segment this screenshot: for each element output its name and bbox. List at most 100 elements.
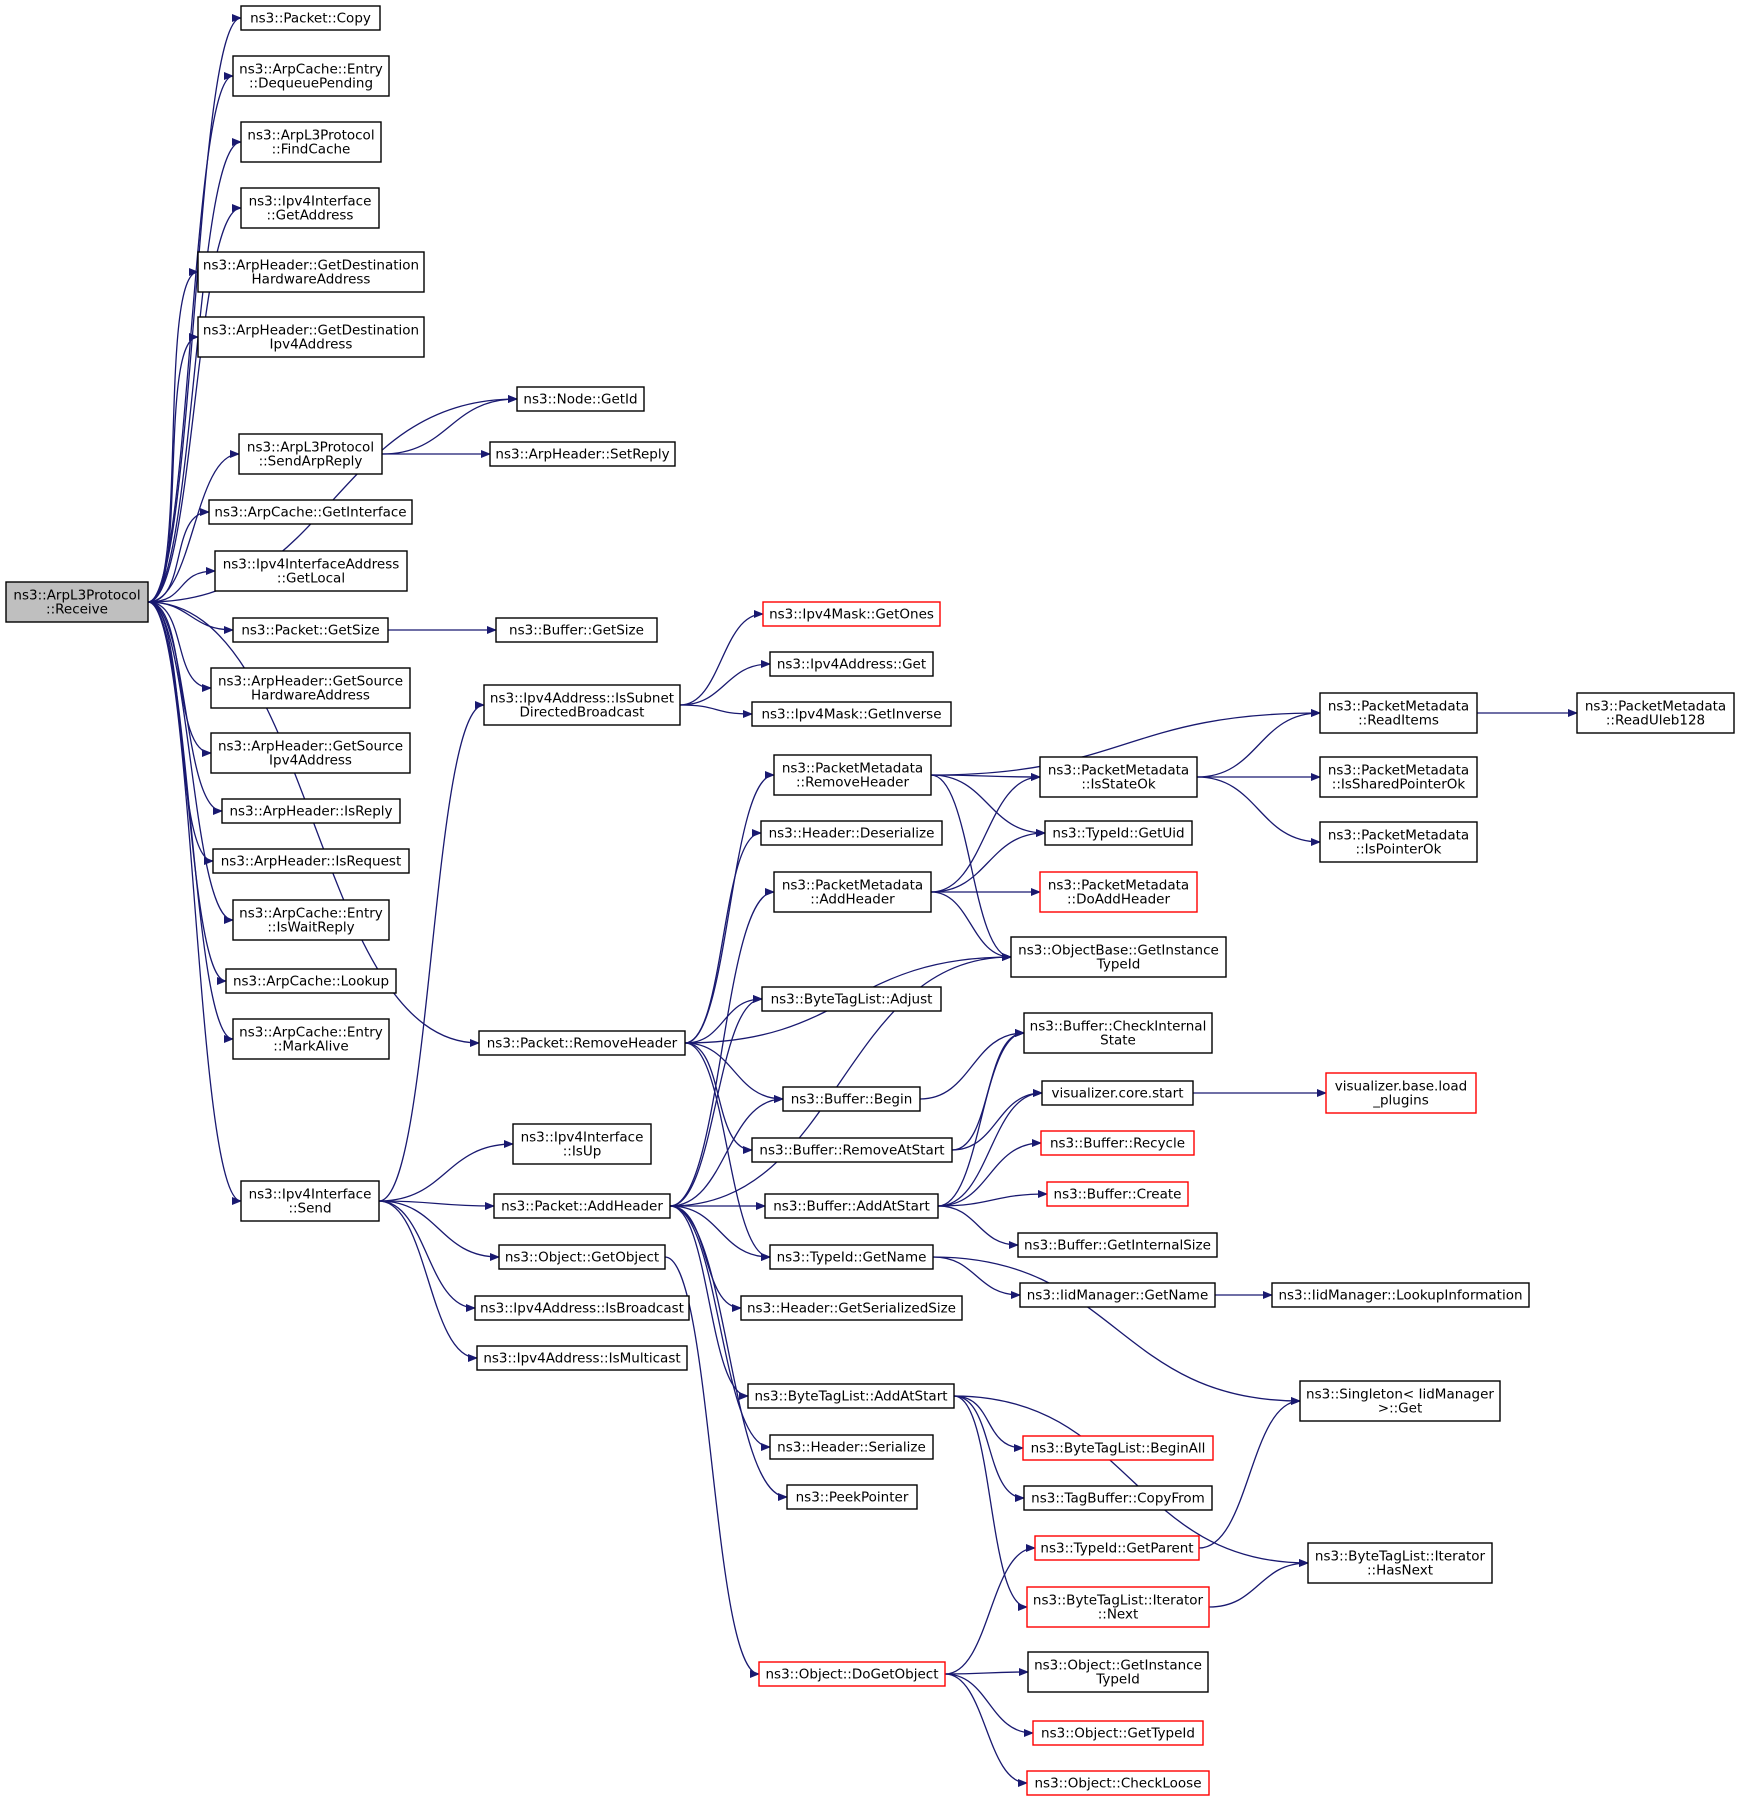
node-getobject[interactable]: ns3::Object::GetObject <box>498 1244 666 1270</box>
node-label-getdstip-0: ns3::ArpHeader::GetDestination <box>203 323 419 339</box>
node-label-pmreaditems-1: ::ReadItems <box>1358 713 1439 729</box>
node-pmisshared[interactable]: ns3::PacketMetadata::IsSharedPointerOk <box>1319 756 1478 798</box>
node-label-singleton-1: >::Get <box>1378 1401 1422 1417</box>
node-pmreaditems[interactable]: ns3::PacketMetadata::ReadItems <box>1319 692 1478 734</box>
node-ocheckloose[interactable]: ns3::Object::CheckLoose <box>1026 1770 1210 1796</box>
node-tgetuid[interactable]: ns3::TypeId::GetUid <box>1044 820 1193 846</box>
edge-receive-to-getsrchw <box>147 601 212 692</box>
edge-paddhdr-to-peekptr <box>669 1205 788 1501</box>
node-label-iidlookup-0: ns3::IidManager::LookupInformation <box>1278 1288 1522 1304</box>
node-issubnet[interactable]: ns3::Ipv4Address::IsSubnetDirectedBroadc… <box>483 684 681 726</box>
node-tbcopyfrom[interactable]: ns3::TagBuffer::CopyFrom <box>1023 1485 1213 1511</box>
node-pmisptr[interactable]: ns3::PacketMetadata::IsPointerOk <box>1319 821 1478 863</box>
node-iswait[interactable]: ns3::ArpCache::Entry::IsWaitReply <box>232 899 390 941</box>
node-tgetname[interactable]: ns3::TypeId::GetName <box>769 1244 934 1270</box>
node-lookup[interactable]: ns3::ArpCache::Lookup <box>225 968 397 994</box>
node-label-getsrchw-1: HardwareAddress <box>251 688 370 704</box>
node-pgetsize[interactable]: ns3::Packet::GetSize <box>232 617 389 643</box>
node-tgetparent[interactable]: ns3::TypeId::GetParent <box>1034 1535 1200 1561</box>
node-box-ismcast <box>476 1345 688 1371</box>
node-ifsend[interactable]: ns3::Ipv4Interface::Send <box>240 1180 380 1222</box>
node-getones[interactable]: ns3::Ipv4Mask::GetOnes <box>762 601 941 627</box>
node-hgetsersize[interactable]: ns3::Header::GetSerializedSize <box>740 1295 963 1321</box>
node-hserialize[interactable]: ns3::Header::Serialize <box>769 1434 934 1460</box>
node-bcreate[interactable]: ns3::Buffer::Create <box>1046 1181 1189 1207</box>
node-box-getsrcip <box>210 732 411 774</box>
node-deqp[interactable]: ns3::ArpCache::Entry::DequeuePending <box>232 55 390 97</box>
node-btladjust[interactable]: ns3::ByteTagList::Adjust <box>761 986 942 1012</box>
node-label-obgetinst-1: TypeId <box>1096 957 1141 973</box>
node-peekptr[interactable]: ns3::PeekPointer <box>786 1484 918 1510</box>
node-box-bcheckint <box>1023 1012 1213 1054</box>
edge-pmremhdr-to-obgetinst <box>930 774 1012 961</box>
node-findcache[interactable]: ns3::ArpL3Protocol::FindCache <box>240 121 382 163</box>
node-receive[interactable]: ns3::ArpL3Protocol::Receive <box>5 581 149 623</box>
node-sendarp[interactable]: ns3::ArpL3Protocol::SendArpReply <box>238 433 383 475</box>
node-hdrdeser[interactable]: ns3::Header::Deserialize <box>760 820 943 846</box>
node-label-getsrchw-0: ns3::ArpHeader::GetSource <box>218 674 403 690</box>
node-pmremhdr[interactable]: ns3::PacketMetadata::RemoveHeader <box>773 754 932 796</box>
node-nodegetid[interactable]: ns3::Node::GetId <box>516 386 645 412</box>
node-isreply[interactable]: ns3::ArpHeader::IsReply <box>221 798 401 824</box>
node-label-ocheckloose-0: ns3::Object::CheckLoose <box>1034 1776 1201 1792</box>
node-btlitnext[interactable]: ns3::ByteTagList::Iterator::Next <box>1026 1586 1210 1628</box>
node-label-getaddr-1: ::GetAddress <box>267 208 354 224</box>
node-label-vizstart-0: visualizer.core.start <box>1051 1086 1183 1102</box>
node-box-pmremhdr <box>773 754 932 796</box>
node-dogetobj[interactable]: ns3::Object::DoGetObject <box>758 1661 946 1687</box>
node-box-bbegin <box>782 1086 921 1112</box>
node-bbegin[interactable]: ns3::Buffer::Begin <box>782 1086 921 1112</box>
node-setreply[interactable]: ns3::ArpHeader::SetReply <box>489 441 676 467</box>
node-baddstart[interactable]: ns3::Buffer::AddAtStart <box>764 1193 939 1219</box>
node-btlithasnext[interactable]: ns3::ByteTagList::Iterator::HasNext <box>1307 1542 1493 1584</box>
node-getdstip[interactable]: ns3::ArpHeader::GetDestinationIpv4Addres… <box>197 316 425 358</box>
node-box-peekptr <box>786 1484 918 1510</box>
node-pmreaduleb[interactable]: ns3::PacketMetadata::ReadUleb128 <box>1576 692 1735 734</box>
node-isrequest[interactable]: ns3::ArpHeader::IsRequest <box>212 848 410 874</box>
node-paddhdr[interactable]: ns3::Packet::AddHeader <box>493 1193 671 1219</box>
node-getaddr[interactable]: ns3::Ipv4Interface::GetAddress <box>240 187 380 229</box>
node-pmdoadd[interactable]: ns3::PacketMetadata::DoAddHeader <box>1039 871 1198 913</box>
node-iidlookup[interactable]: ns3::IidManager::LookupInformation <box>1271 1282 1530 1308</box>
node-label-bcheckint-0: ns3::Buffer::CheckInternal <box>1030 1019 1207 1035</box>
node-brecycle[interactable]: ns3::Buffer::Recycle <box>1040 1130 1195 1156</box>
node-bgetintsize[interactable]: ns3::Buffer::GetInternalSize <box>1017 1232 1218 1258</box>
node-pcopy[interactable]: ns3::Packet::Copy <box>240 5 381 31</box>
node-getdsthw[interactable]: ns3::ArpHeader::GetDestinationHardwareAd… <box>197 251 425 293</box>
node-vizload[interactable]: visualizer.base.load_plugins <box>1325 1072 1477 1114</box>
node-isup[interactable]: ns3::Ipv4Interface::IsUp <box>512 1123 652 1165</box>
node-btlbeginall[interactable]: ns3::ByteTagList::BeginAll <box>1022 1435 1214 1461</box>
node-pmisstate[interactable]: ns3::PacketMetadata::IsStateOk <box>1039 756 1198 798</box>
node-btladdstart[interactable]: ns3::ByteTagList::AddAtStart <box>747 1383 955 1409</box>
edge-pmremhdr-to-pmisstate <box>930 772 1041 781</box>
node-ismcast[interactable]: ns3::Ipv4Address::IsMulticast <box>476 1345 688 1371</box>
node-bremstart[interactable]: ns3::Buffer::RemoveAtStart <box>751 1137 953 1163</box>
node-premhdr[interactable]: ns3::Packet::RemoveHeader <box>478 1030 686 1056</box>
node-box-vizload <box>1325 1072 1477 1114</box>
node-label-getlocal-1: ::GetLocal <box>277 571 345 587</box>
node-label-getsrcip-1: Ipv4Address <box>269 753 352 769</box>
node-getlocal[interactable]: ns3::Ipv4InterfaceAddress::GetLocal <box>214 550 408 592</box>
node-bgetsize[interactable]: ns3::Buffer::GetSize <box>495 617 658 643</box>
node-getinverse[interactable]: ns3::Ipv4Mask::GetInverse <box>751 701 952 727</box>
node-addrget[interactable]: ns3::Ipv4Address::Get <box>769 651 934 677</box>
edge-issubnet-to-addrget <box>679 660 771 706</box>
node-getiface[interactable]: ns3::ArpCache::GetInterface <box>208 499 413 525</box>
node-vizstart[interactable]: visualizer.core.start <box>1041 1080 1194 1106</box>
node-iidgetname[interactable]: ns3::IidManager::GetName <box>1019 1282 1216 1308</box>
node-singleton[interactable]: ns3::Singleton< IidManager>::Get <box>1299 1380 1501 1422</box>
node-pmaddhdr[interactable]: ns3::PacketMetadata::AddHeader <box>773 871 932 913</box>
node-markalive[interactable]: ns3::ArpCache::Entry::MarkAlive <box>232 1018 390 1060</box>
node-ogettypeid[interactable]: ns3::Object::GetTypeId <box>1032 1720 1204 1746</box>
node-box-getones <box>762 601 941 627</box>
edge-pmaddhdr-to-tgetuid <box>930 829 1046 893</box>
node-box-vizstart <box>1041 1080 1194 1106</box>
node-isbcast[interactable]: ns3::Ipv4Address::IsBroadcast <box>474 1295 690 1321</box>
edge-pmisstate-to-pmreaditems <box>1196 709 1321 778</box>
edge-btladdstart-to-btlbeginall <box>953 1395 1024 1452</box>
